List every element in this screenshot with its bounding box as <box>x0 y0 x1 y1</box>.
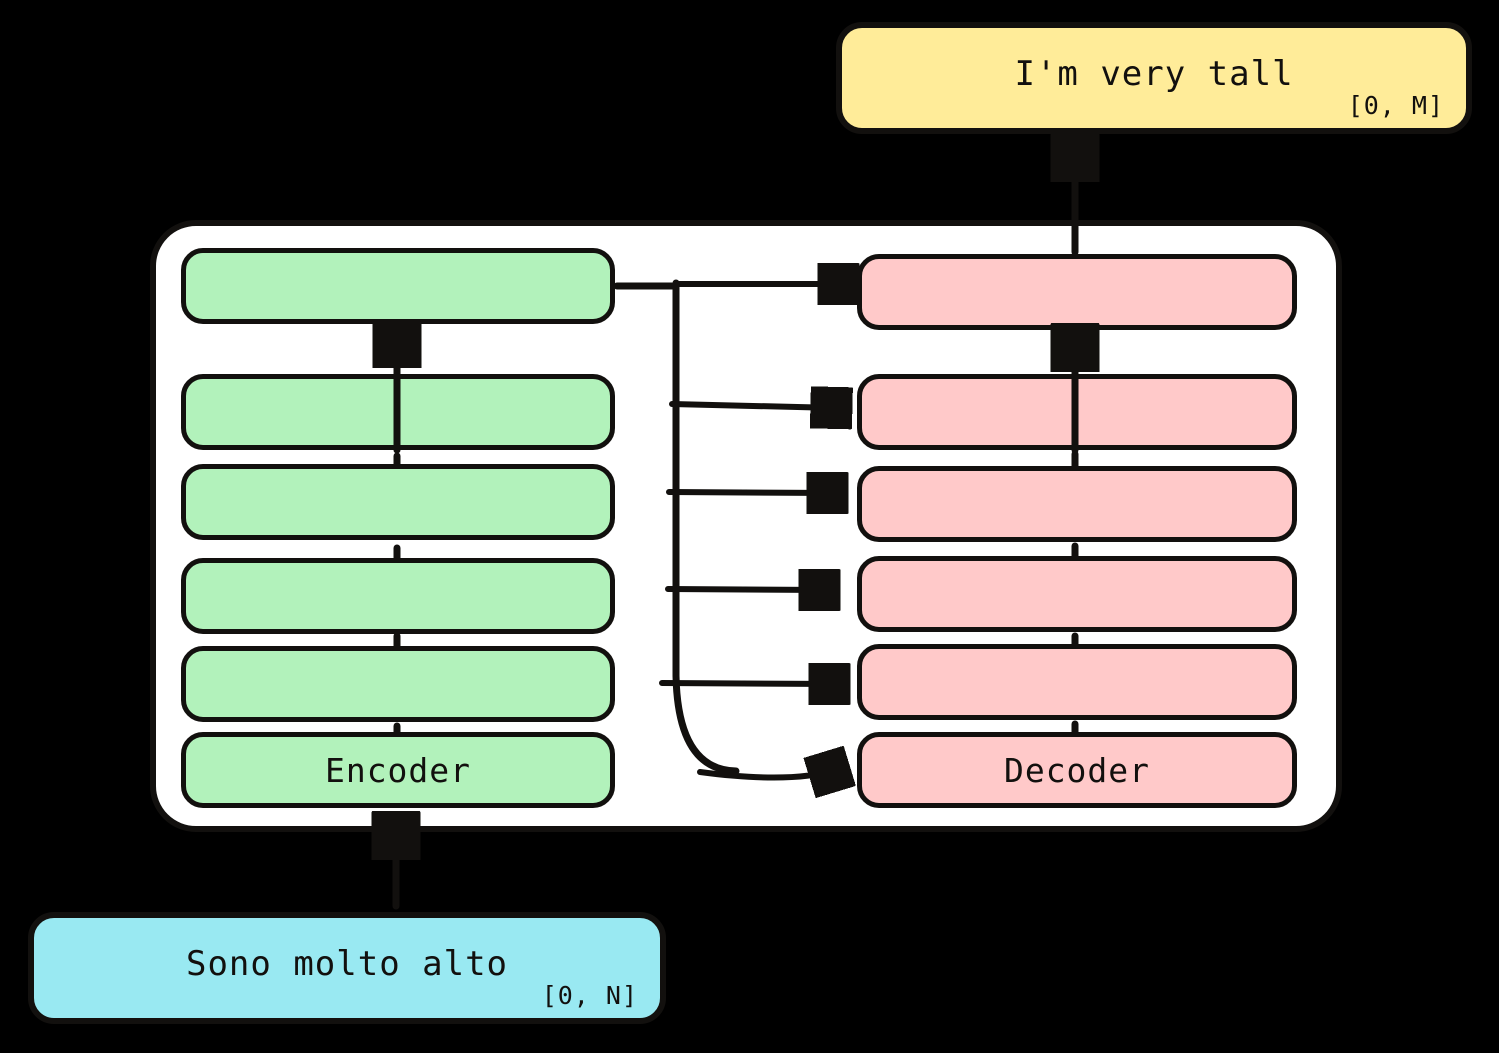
output-sentence-range: [0, M] <box>1347 91 1444 120</box>
decoder-layer-4[interactable] <box>857 466 1297 542</box>
decoder-layer-3[interactable] <box>857 556 1297 632</box>
decoder-layer-2[interactable] <box>857 644 1297 720</box>
decoder-layer-6[interactable] <box>857 254 1297 330</box>
encoder-layer-4[interactable] <box>181 464 615 540</box>
encoder-layer-2[interactable] <box>181 646 615 722</box>
output-sentence-box[interactable]: I'm very tall [0, M] <box>836 22 1472 134</box>
encoder-layer-6[interactable] <box>181 248 615 324</box>
decoder-layer-5[interactable] <box>857 374 1297 450</box>
input-sentence-text: Sono molto alto <box>185 944 509 984</box>
decoder-label: Decoder <box>1003 750 1151 790</box>
decoder-layer-1[interactable]: Decoder <box>857 732 1297 808</box>
encoder-layer-5[interactable] <box>181 374 615 450</box>
encoder-layer-3[interactable] <box>181 558 615 634</box>
encoder-label: Encoder <box>324 750 472 790</box>
input-sentence-range: [0, N] <box>541 981 638 1010</box>
input-sentence-box[interactable]: Sono molto alto [0, N] <box>28 912 666 1024</box>
output-sentence-text: I'm very tall <box>1014 54 1294 94</box>
encoder-layer-1[interactable]: Encoder <box>181 732 615 808</box>
